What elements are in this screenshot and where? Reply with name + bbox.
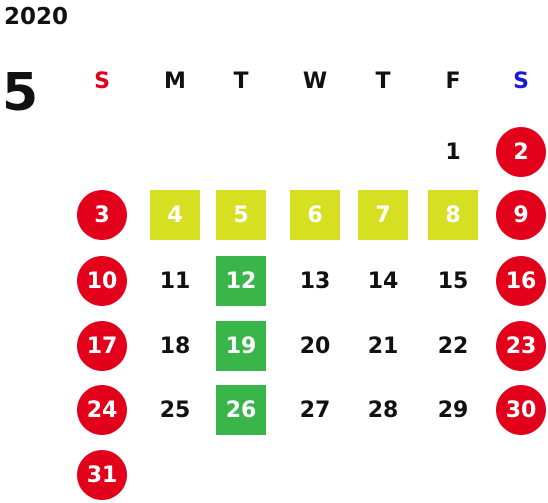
day-15[interactable]: 15 xyxy=(437,268,469,294)
day-29[interactable]: 29 xyxy=(437,397,469,423)
weekday-thursday: T xyxy=(375,69,391,94)
day-5[interactable]: 5 xyxy=(216,190,266,240)
day-20[interactable]: 20 xyxy=(299,333,331,359)
day-11[interactable]: 11 xyxy=(159,268,191,294)
day-30[interactable]: 30 xyxy=(496,385,546,435)
day-14[interactable]: 14 xyxy=(367,268,399,294)
day-21[interactable]: 21 xyxy=(367,333,399,359)
year-label: 2020 xyxy=(4,4,69,30)
day-23[interactable]: 23 xyxy=(496,321,546,371)
day-16[interactable]: 16 xyxy=(496,256,546,306)
weekday-tuesday: T xyxy=(233,69,249,94)
day-26[interactable]: 26 xyxy=(216,385,266,435)
day-17[interactable]: 17 xyxy=(77,321,127,371)
weekday-wednesday: W xyxy=(302,69,328,94)
day-31[interactable]: 31 xyxy=(77,450,127,500)
day-19[interactable]: 19 xyxy=(216,321,266,371)
weekday-friday: F xyxy=(445,69,461,94)
day-4[interactable]: 4 xyxy=(150,190,200,240)
weekday-monday: M xyxy=(164,69,186,94)
day-12[interactable]: 12 xyxy=(216,256,266,306)
weekday-saturday: S xyxy=(513,69,529,94)
day-27[interactable]: 27 xyxy=(299,397,331,423)
day-22[interactable]: 22 xyxy=(437,333,469,359)
day-2[interactable]: 2 xyxy=(496,127,546,177)
day-28[interactable]: 28 xyxy=(367,397,399,423)
weekday-sunday: S xyxy=(94,69,110,94)
day-10[interactable]: 10 xyxy=(77,256,127,306)
day-1[interactable]: 1 xyxy=(445,139,461,165)
day-18[interactable]: 18 xyxy=(159,333,191,359)
day-13[interactable]: 13 xyxy=(299,268,331,294)
month-number: 5 xyxy=(2,63,39,123)
day-6[interactable]: 6 xyxy=(290,190,340,240)
day-9[interactable]: 9 xyxy=(496,190,546,240)
day-3[interactable]: 3 xyxy=(77,190,127,240)
day-24[interactable]: 24 xyxy=(77,385,127,435)
day-25[interactable]: 25 xyxy=(159,397,191,423)
day-7[interactable]: 7 xyxy=(358,190,408,240)
day-8[interactable]: 8 xyxy=(428,190,478,240)
